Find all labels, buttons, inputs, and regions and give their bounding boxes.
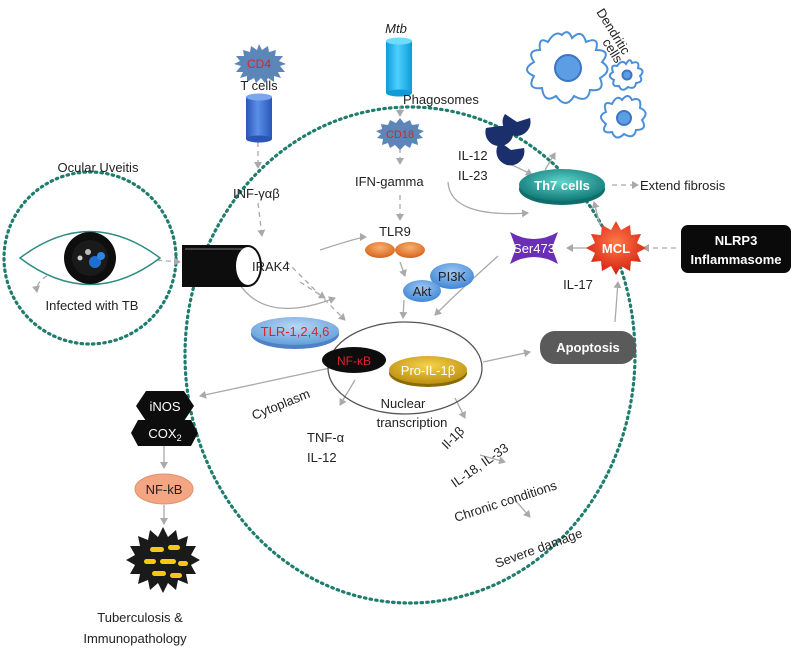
- pro-il1b-label: Pro-IL-1β: [401, 363, 455, 378]
- apoptosis-label: Apoptosis: [556, 340, 620, 355]
- ocular-uveitis-label: Ocular Uveitis: [58, 160, 139, 175]
- irak4-label: IRAK4: [252, 259, 290, 274]
- t-cell-receptor-cylinder: [246, 93, 272, 143]
- pi3k-akt-node: PI3K Akt: [403, 263, 474, 302]
- nf-kb-salmon-node: NF-kB: [134, 473, 194, 505]
- tuberculosis-label-2: Immunopathology: [83, 631, 187, 646]
- t-cells-label: T cells: [240, 78, 278, 93]
- ser473-label: Ser473: [513, 241, 555, 256]
- il12-label-bottom: IL-12: [307, 450, 337, 465]
- extend-fibrosis-label: Extend fibrosis: [640, 178, 726, 193]
- il18-il33-label: IL-18, IL-33: [448, 440, 511, 490]
- cd4-label: CD4: [247, 57, 271, 71]
- cd18-label: CD18: [386, 129, 414, 141]
- eye-icon: [18, 230, 162, 286]
- nfkb-red-label: NF-κB: [337, 354, 371, 368]
- severe-damage-label: Severe damage: [493, 525, 584, 570]
- tlr-1246-node: TLR-1,2,4,6: [251, 317, 339, 349]
- cox-sub-label: 2: [177, 433, 182, 443]
- th7-cells-node: Th7 cells: [519, 169, 605, 205]
- phagosomes-label: Phagosomes: [403, 92, 479, 107]
- infected-with-tb-label: Infected with TB: [46, 298, 139, 313]
- mcl-node: [586, 221, 646, 275]
- ifn-gamma-label: IFN-gamma: [355, 174, 424, 189]
- nlrp3-label: NLRP3: [715, 233, 758, 248]
- pro-il1b-node: Pro-IL-1β: [389, 356, 467, 387]
- phagosome-icon: [485, 114, 531, 166]
- inos-label: iNOS: [149, 399, 180, 414]
- akt-label: Akt: [413, 284, 432, 299]
- apoptosis-node: Apoptosis: [540, 331, 636, 364]
- chronic-conditions-label: Chronic conditions: [452, 477, 559, 524]
- il23-label: IL-23: [458, 168, 488, 183]
- cd4-star-icon: [234, 44, 286, 83]
- cd18-star-icon: [376, 118, 424, 150]
- inos-node: iNOS: [136, 391, 194, 421]
- tlr9-label: TLR9: [379, 224, 411, 239]
- cox2-node: COX2: [131, 420, 198, 446]
- pi3k-label: PI3K: [438, 269, 467, 284]
- irak4-node: IRAK4: [182, 245, 290, 287]
- nlrp3-inflammasome-box: NLRP3 Inflammasome: [681, 225, 791, 273]
- cytoplasm-label: Cytoplasm: [250, 386, 313, 423]
- tlr-1246-label: TLR-1,2,4,6: [261, 324, 330, 339]
- tuberculosis-label-1: Tuberculosis &: [97, 610, 183, 625]
- il17-label: IL-17: [563, 277, 593, 292]
- cell-boundary: [183, 105, 637, 605]
- nuclear-label-2: transcription: [377, 415, 448, 430]
- th7-cells-label: Th7 cells: [534, 178, 590, 193]
- cox-main-label: COX: [148, 426, 177, 441]
- bacteria-cluster-icon: [126, 527, 200, 593]
- nuclear-label-1: Nuclear: [381, 396, 426, 411]
- inf-gamma-label: INF-γαβ: [233, 186, 280, 201]
- nf-kb-label: NF-kB: [146, 482, 183, 497]
- cox2-label: COX2: [148, 426, 181, 443]
- il12-label-top: IL-12: [458, 148, 488, 163]
- dendritic-cell-icon: [526, 31, 647, 139]
- inflammasome-label: Inflammasome: [690, 252, 781, 267]
- tnf-alpha-label: TNF-α: [307, 430, 345, 445]
- nucleus: [327, 321, 483, 415]
- mtb-cylinder: [386, 37, 412, 97]
- mcl-label: MCL: [602, 241, 630, 256]
- mtb-label: Mtb: [385, 21, 407, 36]
- nfkb-red-node: NF-κB: [322, 347, 386, 373]
- arrows: [32, 106, 676, 525]
- tlr9-node: TLR9: [365, 224, 425, 258]
- ser473-node: Ser473: [510, 232, 558, 264]
